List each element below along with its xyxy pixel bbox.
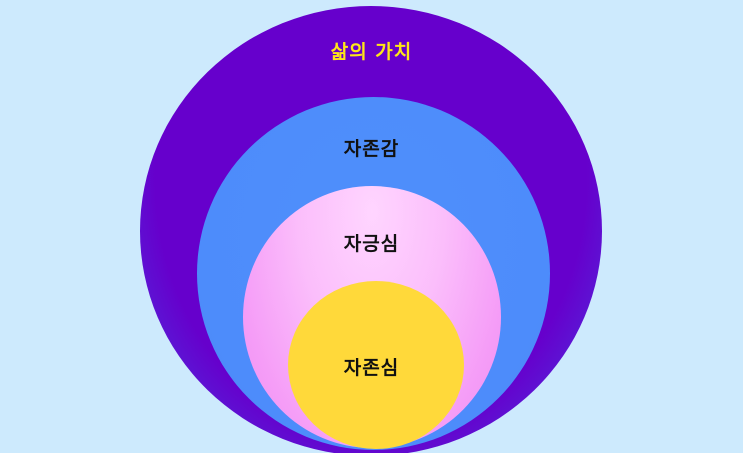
core-circle-label: 자존심 <box>343 357 400 379</box>
third-circle-label: 자긍심 <box>343 233 400 255</box>
second-circle-label: 자존감 <box>343 138 400 160</box>
outer-circle-label: 삶의 가치 <box>330 41 413 63</box>
core-circle-self-respect <box>288 281 464 449</box>
